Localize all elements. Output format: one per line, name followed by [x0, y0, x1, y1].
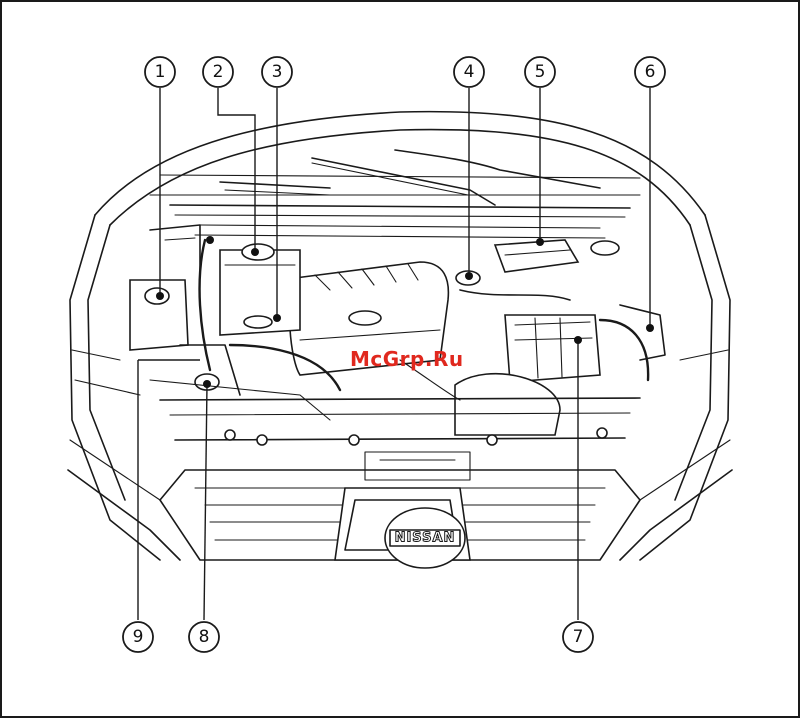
callout-dots [156, 236, 654, 388]
callout-2: 2 [202, 56, 234, 88]
grille-logo-text: NISSAN [395, 531, 456, 546]
callout-dot-4 [465, 272, 473, 280]
callout-9: 9 [122, 621, 154, 653]
watermark-text: McGrp.Ru [350, 347, 464, 371]
callout-label-1: 1 [155, 62, 166, 82]
hood-cowl [94, 110, 706, 239]
callout-dot-5 [536, 238, 544, 246]
callout-3: 3 [261, 56, 293, 88]
left-components [129, 224, 342, 421]
callout-4: 4 [453, 56, 485, 88]
right-fender [619, 214, 733, 561]
callout-label-5: 5 [535, 62, 546, 82]
front-grille: NISSAN [159, 469, 641, 569]
leader-lines [137, 88, 651, 621]
callout-dot-2 [251, 248, 259, 256]
callout-dot-1 [156, 292, 164, 300]
callout-1: 1 [144, 56, 176, 88]
callout-label-2: 2 [213, 62, 224, 82]
callout-dot-8 [203, 380, 211, 388]
callout-dot-6 [646, 324, 654, 332]
callout-label-8: 8 [199, 627, 210, 647]
callout-label-3: 3 [272, 62, 283, 82]
callout-label-4: 4 [464, 62, 475, 82]
callout-dot-7 [574, 336, 582, 344]
callout-dot-3 [273, 314, 281, 322]
callout-7: 7 [562, 621, 594, 653]
callout-label-6: 6 [645, 62, 656, 82]
callout-label-9: 9 [133, 627, 144, 647]
callout-8: 8 [188, 621, 220, 653]
callout-label-7: 7 [573, 627, 584, 647]
callout-6: 6 [634, 56, 666, 88]
radiator-support [159, 397, 641, 481]
callout-5: 5 [524, 56, 556, 88]
nissan-emblem [384, 507, 466, 569]
left-fender [67, 214, 181, 561]
callout-dot-9 [206, 236, 214, 244]
engine-cover [288, 261, 450, 376]
